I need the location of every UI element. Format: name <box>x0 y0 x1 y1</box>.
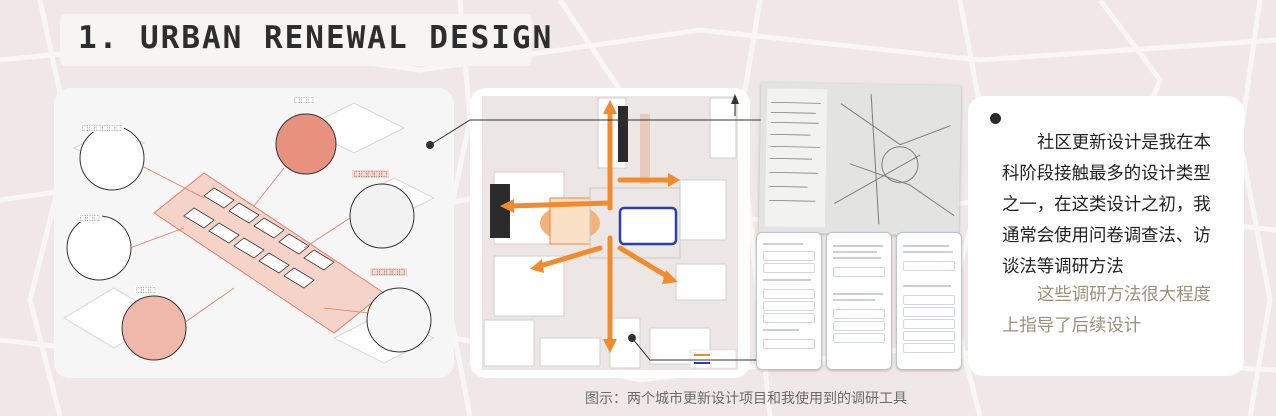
figure-caption: 图示：两个城市更新设计项目和我使用到的调研工具 <box>585 391 907 407</box>
site-plan-panel <box>470 88 750 378</box>
questionnaire-phones <box>756 232 964 372</box>
annotation-label: ⬚⬚⬚ <box>134 286 158 294</box>
site-plan-drawing <box>470 88 750 378</box>
fieldwork-map-photo <box>758 82 962 236</box>
phone-screen <box>826 232 892 370</box>
annotation-label: ⬚⬚⬚⬚⬚⬚ <box>80 124 124 132</box>
phone-screen <box>896 232 962 370</box>
annotation-label: ⬚⬚⬚⬚⬚ <box>370 268 408 276</box>
title-box <box>60 14 532 66</box>
main-description: 社区更新设计是我在本科阶段接触最多的设计类型之一，在这类设计之初，我通常会使用问… <box>1002 133 1211 277</box>
bullet-dot <box>990 113 1001 124</box>
axonometric-drawing <box>54 88 454 378</box>
annotation-label: ⬚⬚⬚ <box>292 96 316 104</box>
description-panel <box>968 96 1244 376</box>
page-title: 1. URBAN RENEWAL DESIGN <box>78 20 554 56</box>
phone-screen <box>756 232 822 370</box>
annotation-label: ⬚⬚⬚⬚⬚ <box>352 170 390 178</box>
sub-description: 这些调研方法很大程度上指导了后续设计 <box>1002 285 1211 336</box>
axonometric-panel: ⬚⬚⬚⬚⬚⬚ ⬚⬚⬚ ⬚⬚⬚⬚⬚ ⬚⬚⬚ ⬚⬚⬚⬚⬚ ⬚⬚⬚ <box>54 88 454 378</box>
annotation-label: ⬚⬚⬚ <box>78 214 102 222</box>
